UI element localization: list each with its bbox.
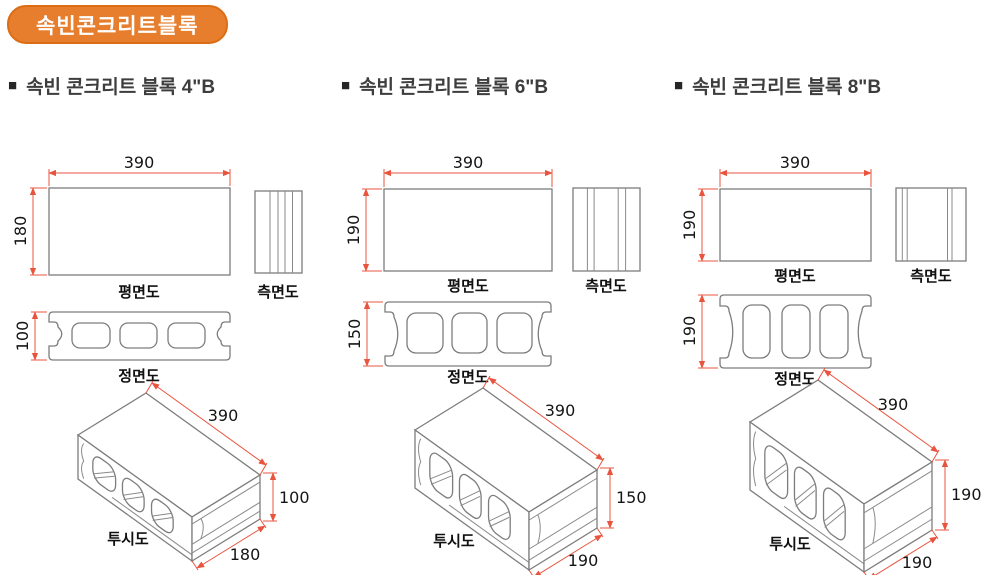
persp-depth-dim: 180 [230, 545, 261, 564]
persp-hole [152, 495, 174, 537]
persp-hole [794, 463, 816, 523]
front-hole [119, 322, 158, 349]
side-label: 측면도 [910, 268, 952, 285]
front-view-8b: 190 정면도 [680, 294, 872, 388]
front-height-dim: 100 [13, 321, 32, 352]
persp-front-face [415, 430, 529, 570]
block-header-6b: ■ 속빈 콘크리트 블록 6"B [341, 72, 548, 99]
front-hole [406, 312, 444, 354]
plan-rect [383, 188, 553, 272]
front-label: 정면도 [774, 370, 816, 388]
side-view-6b: 측면도 [572, 187, 641, 295]
persp-hole [459, 470, 481, 523]
perspective-view-6b: 390 150 190 투시도 [415, 376, 647, 575]
front-hole [742, 304, 771, 359]
block-header-4b: ■ 속빈 콘크리트 블록 4"B [8, 72, 215, 99]
diagram-4b: 390 180 평면도 측면도 100 정면도 [0, 153, 310, 575]
square-bullet-icon: ■ [8, 77, 18, 94]
persp-height-dim: 150 [616, 488, 647, 507]
front-hole [781, 304, 811, 359]
side-rect [895, 187, 967, 262]
persp-label: 투시도 [107, 531, 149, 548]
persp-label: 투시도 [433, 533, 475, 550]
front-height-dim: 150 [345, 319, 364, 350]
persp-front-face [750, 422, 864, 572]
front-view-4b: 100 정면도 [13, 311, 231, 385]
front-label: 정면도 [118, 367, 160, 385]
persp-hole [489, 491, 511, 544]
square-bullet-icon: ■ [674, 77, 684, 94]
persp-hole [430, 449, 453, 503]
front-hole [167, 322, 206, 349]
front-hole [451, 312, 488, 354]
side-view-4b: 측면도 [254, 190, 303, 301]
persp-depth-dim: 190 [568, 551, 599, 570]
persp-length-dim: 390 [878, 395, 909, 414]
persp-length-dim: 390 [545, 401, 576, 420]
plan-label: 평면도 [118, 283, 160, 301]
diagram-8b: 390 190 평면도 측면도 190 정면도 [660, 153, 982, 575]
square-bullet-icon: ■ [341, 77, 351, 94]
title-badge-label: 속빈콘크리트블록 [36, 14, 199, 38]
persp-hole [93, 453, 116, 496]
persp-depth-dim: 190 [902, 553, 933, 572]
plan-depth-dim: 190 [344, 215, 363, 246]
front-hole [496, 312, 533, 354]
persp-hole [824, 484, 846, 544]
persp-height-dim: 190 [951, 485, 982, 504]
plan-width-dim: 390 [124, 153, 155, 172]
plan-view-8b: 390 190 평면도 [680, 153, 872, 285]
block-header-8b: ■ 속빈 콘크리트 블록 8"B [674, 72, 881, 99]
side-rect [572, 187, 641, 272]
diagram-6b: 390 190 평면도 측면도 150 정면도 [330, 153, 647, 575]
front-label: 정면도 [447, 368, 489, 386]
plan-view-4b: 390 180 평면도 [11, 153, 231, 301]
plan-rect [719, 188, 872, 262]
plan-width-dim: 390 [780, 153, 811, 172]
side-view-8b: 측면도 [895, 187, 967, 285]
side-label: 측면도 [585, 278, 627, 295]
persp-front-face [78, 435, 192, 561]
block-title-4b: 속빈 콘크리트 블록 4"B [26, 77, 216, 98]
plan-view-6b: 390 190 평면도 [344, 153, 553, 295]
side-label: 측면도 [257, 284, 299, 301]
persp-hole [765, 442, 788, 503]
persp-hole [122, 474, 144, 516]
block-title-8b: 속빈 콘크리트 블록 8"B [692, 77, 882, 98]
block-title-6b: 속빈 콘크리트 블록 6"B [359, 77, 549, 98]
persp-height-dim: 100 [279, 488, 310, 507]
front-view-6b: 150 정면도 [345, 301, 552, 386]
front-height-dim: 190 [680, 316, 699, 347]
persp-label: 투시도 [769, 536, 811, 553]
perspective-view-8b: 390 190 190 투시도 [750, 368, 982, 575]
plan-rect [48, 187, 231, 276]
perspective-view-4b: 390 100 180 투시도 [78, 381, 310, 570]
plan-width-dim: 390 [453, 153, 484, 172]
plan-label: 평면도 [774, 267, 816, 285]
front-hole [819, 304, 849, 359]
front-hole [71, 322, 111, 349]
plan-depth-dim: 180 [11, 216, 30, 247]
title-badge: 속빈콘크리트블록 [7, 5, 228, 44]
persp-length-dim: 390 [208, 406, 239, 425]
plan-depth-dim: 190 [680, 210, 699, 241]
plan-label: 평면도 [447, 277, 489, 295]
